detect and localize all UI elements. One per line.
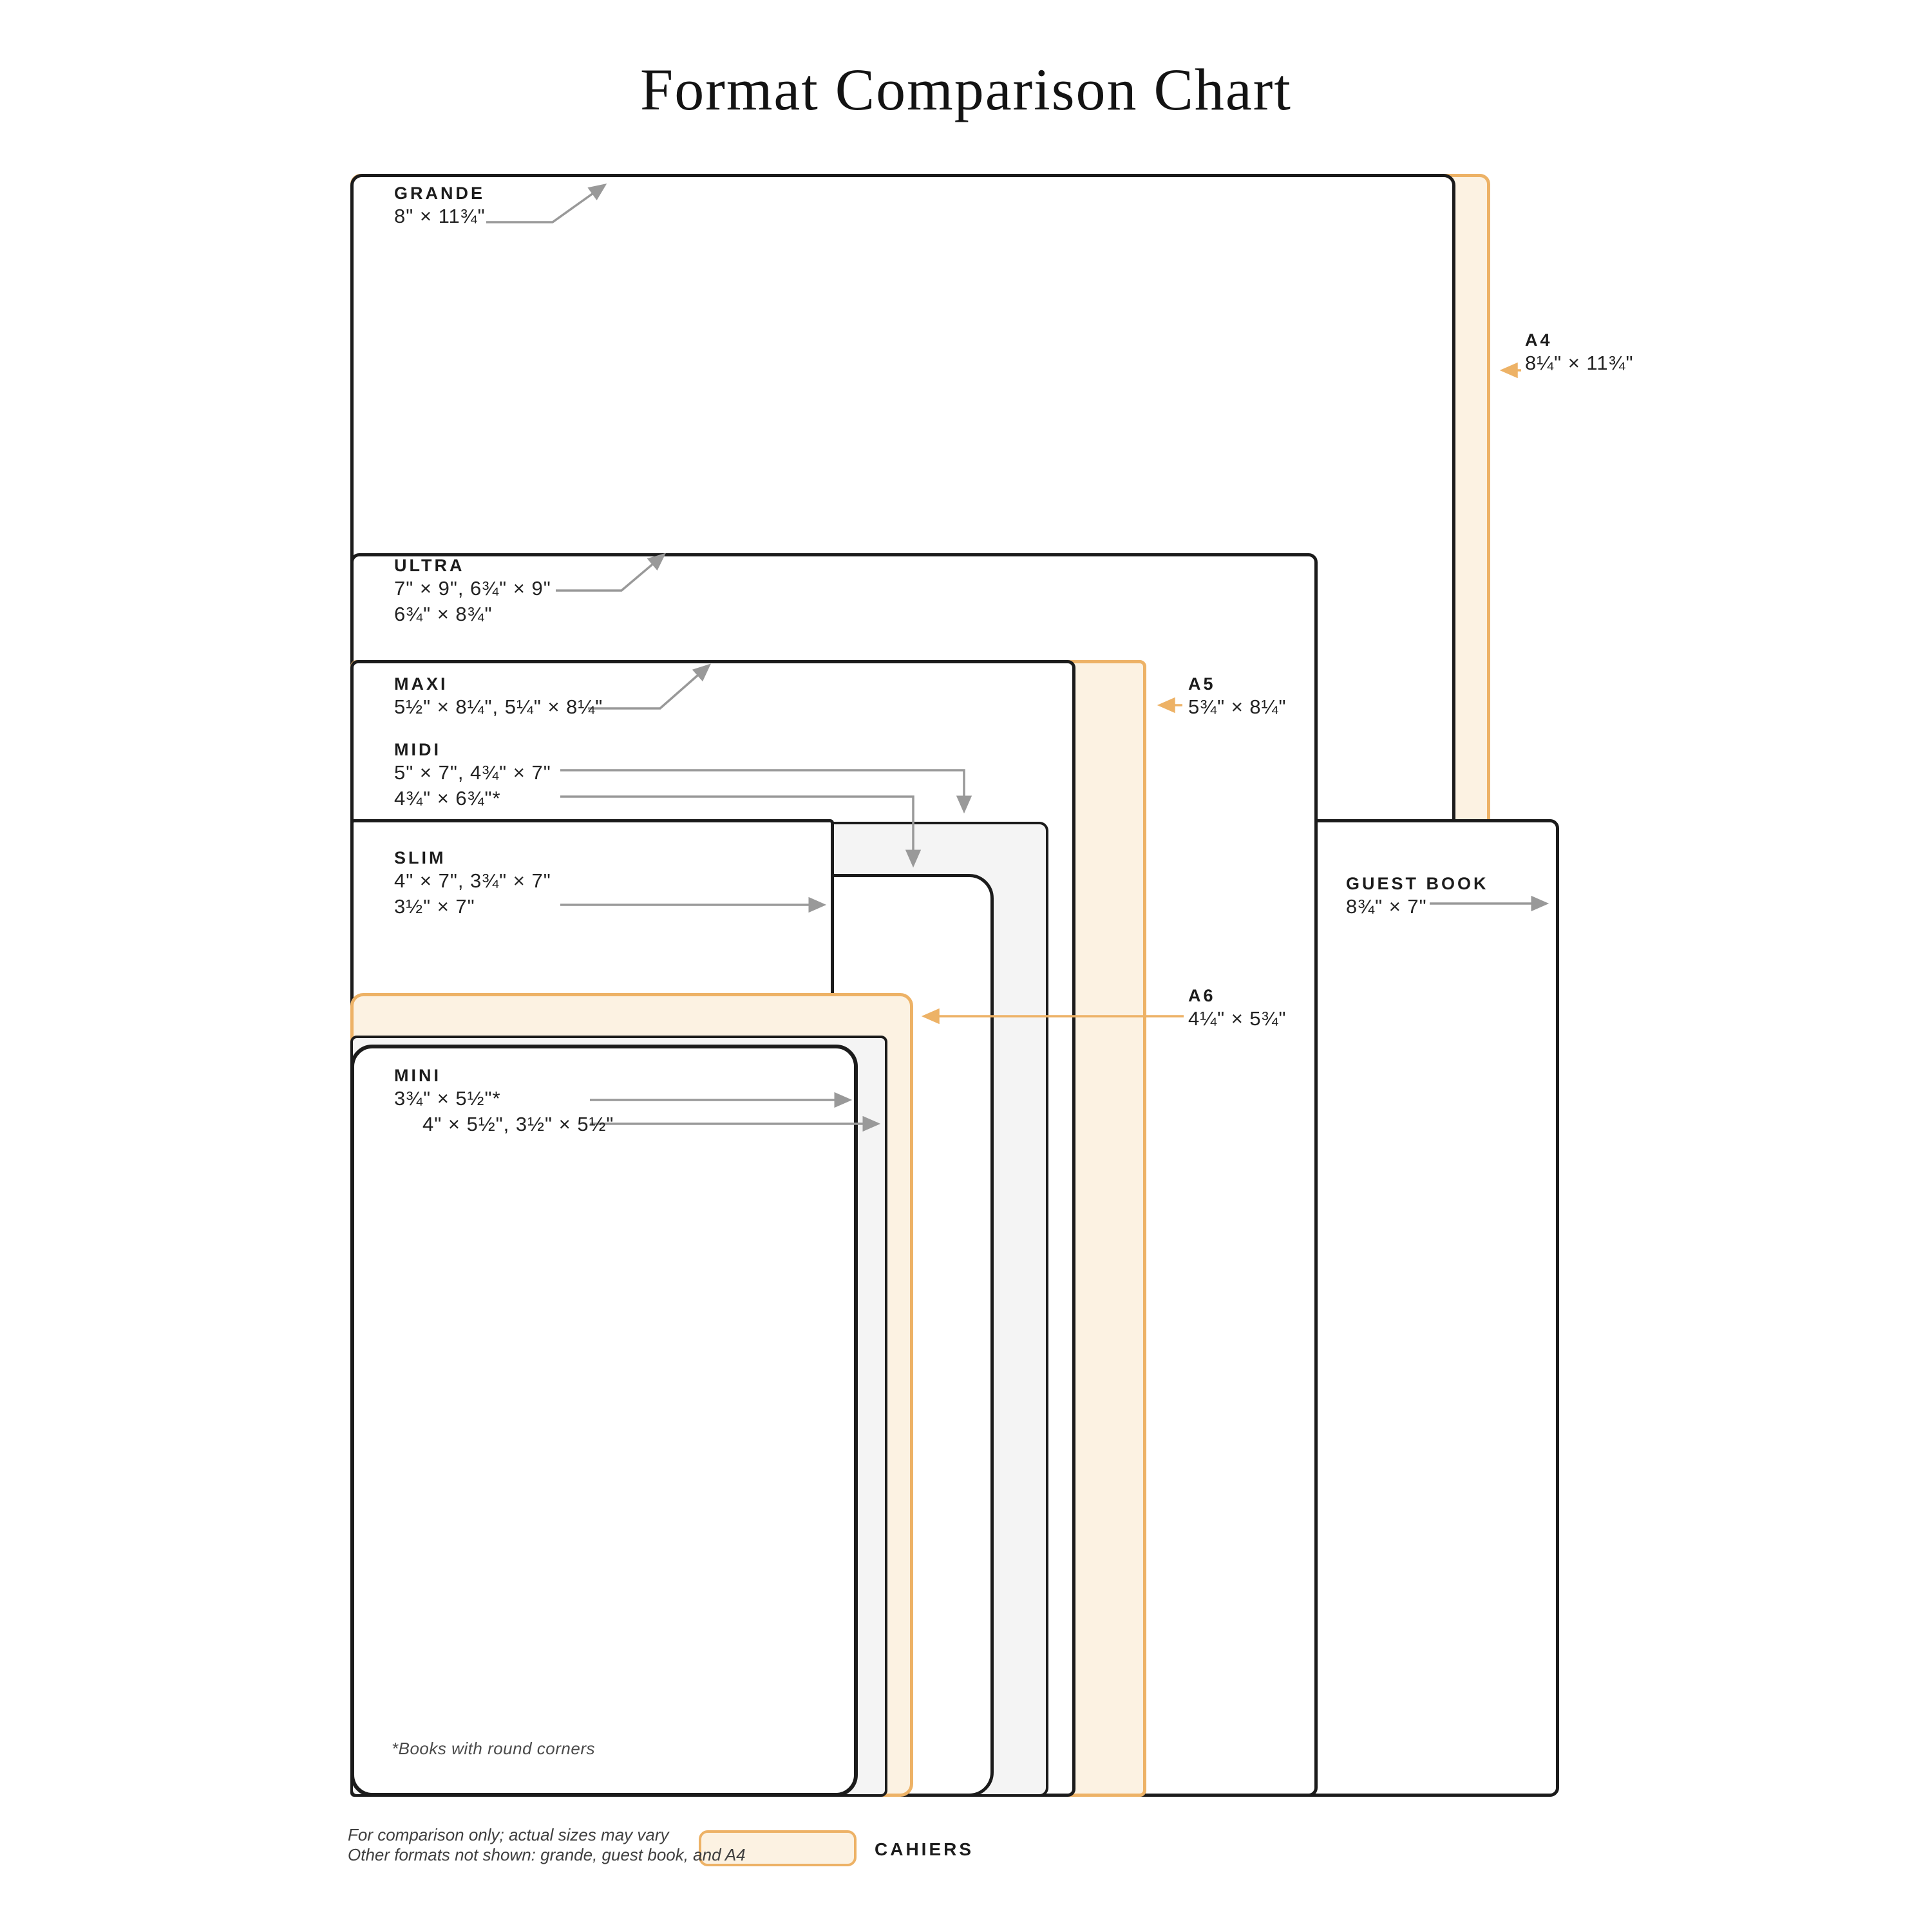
round-corners-note: *Books with round corners bbox=[392, 1739, 595, 1758]
label-ultra: ULTRA 7" × 9", 6¾" × 9" 6¾" × 8¾" bbox=[394, 555, 551, 627]
format-name-maxi: MAXI bbox=[394, 674, 448, 694]
format-name-a5: A5 bbox=[1188, 674, 1216, 694]
label-midi: MIDI 5" × 7", 4¾" × 7" 4¾" × 6¾"* bbox=[394, 739, 551, 811]
format-dims-ultra-2: 6¾" × 8¾" bbox=[394, 603, 493, 625]
format-dims-midi-1: 5" × 7", 4¾" × 7" bbox=[394, 761, 551, 784]
label-maxi: MAXI 5½" × 8¼", 5¼" × 8¼" bbox=[394, 674, 603, 720]
format-name-a6: A6 bbox=[1188, 986, 1216, 1005]
format-dims-a5: 5¾" × 8¼" bbox=[1188, 696, 1287, 718]
format-dims-grande: 8" × 11¾" bbox=[394, 205, 486, 227]
format-dims-ultra-1: 7" × 9", 6¾" × 9" bbox=[394, 577, 551, 600]
format-dims-slim-2: 3½" × 7" bbox=[394, 895, 475, 918]
arrow-maxi bbox=[588, 663, 711, 710]
label-grande: GRANDE 8" × 11¾" bbox=[394, 183, 486, 229]
format-dims-slim-1: 4" × 7", 3¾" × 7" bbox=[394, 869, 551, 892]
arrow-grande bbox=[486, 183, 607, 223]
arrow-midi-2 bbox=[560, 795, 922, 868]
format-dims-a6: 4¼" × 5¾" bbox=[1188, 1007, 1287, 1030]
page-title: Format Comparison Chart bbox=[640, 57, 1292, 122]
rect-mini bbox=[350, 1045, 858, 1797]
format-dims-a4: 8¼" × 11¾" bbox=[1525, 352, 1634, 374]
bottom-note-line2: Other formats not shown: grande, guest b… bbox=[348, 1845, 746, 1864]
format-name-ultra: ULTRA bbox=[394, 556, 465, 575]
cahiers-legend-label: CAHIERS bbox=[875, 1839, 974, 1859]
bottom-notes: For comparison only; actual sizes may va… bbox=[348, 1825, 746, 1865]
label-a6: A6 4¼" × 5¾" bbox=[1188, 985, 1287, 1032]
arrow-ultra bbox=[556, 553, 667, 592]
format-dims-mini-1: 3¾" × 5½"* bbox=[394, 1087, 501, 1110]
arrow-midi-1 bbox=[560, 769, 972, 814]
label-slim: SLIM 4" × 7", 3¾" × 7" 3½" × 7" bbox=[394, 848, 551, 920]
format-name-slim: SLIM bbox=[394, 848, 446, 867]
format-dims-mini-2: 4" × 5½", 3½" × 5½" bbox=[422, 1113, 614, 1135]
format-dims-guest-book: 8¾" × 7" bbox=[1346, 895, 1427, 918]
label-a4: A4 8¼" × 11¾" bbox=[1525, 330, 1633, 376]
format-dims-maxi: 5½" × 8¼", 5¼" × 8¼" bbox=[394, 696, 603, 718]
format-name-mini: MINI bbox=[394, 1066, 441, 1085]
format-name-a4: A4 bbox=[1525, 330, 1553, 350]
label-a5: A5 5¾" × 8¼" bbox=[1188, 674, 1287, 720]
format-name-midi: MIDI bbox=[394, 740, 441, 759]
format-name-grande: GRANDE bbox=[394, 184, 486, 203]
cahiers-legend-swatch bbox=[699, 1830, 857, 1866]
format-dims-midi-2: 4¾" × 6¾"* bbox=[394, 787, 501, 810]
label-guest-book: GUEST BOOK 8¾" × 7" bbox=[1346, 873, 1489, 920]
bottom-note-line1: For comparison only; actual sizes may va… bbox=[348, 1825, 669, 1844]
label-mini: MINI 3¾" × 5½"* 4" × 5½", 3½" × 5½" bbox=[394, 1065, 614, 1137]
format-name-guest-book: GUEST BOOK bbox=[1346, 874, 1489, 893]
